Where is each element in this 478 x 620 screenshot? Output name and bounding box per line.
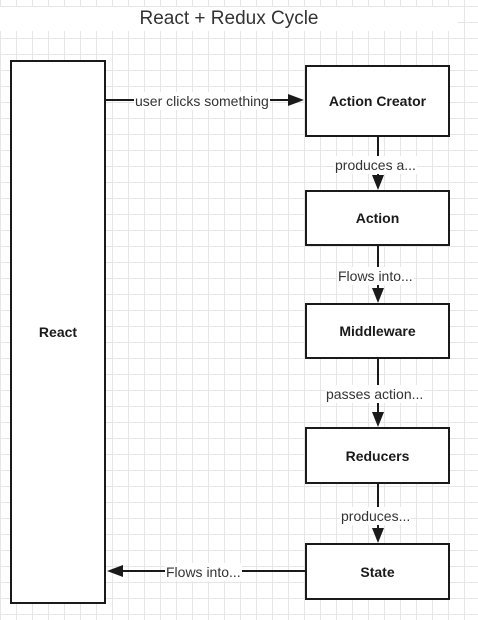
node-middleware: Middleware [305,303,450,359]
edge-label-user-clicks: user clicks something [134,92,270,110]
edge-label-passes-action: passes action... [325,385,425,403]
arrowhead-middleware [372,288,384,303]
diagram-title: React + Redux Cycle [0,7,458,31]
arrowhead-reducers [372,412,384,427]
arrowhead-react [107,565,123,577]
edge-label-flows-into-middleware: Flows into... [337,267,414,285]
edge-label-produces-a: produces a... [334,156,417,174]
arrowhead-creator [288,94,304,106]
node-reducers: Reducers [305,427,450,484]
edge-label-flows-into-react: Flows into... [165,563,242,581]
node-state: State [305,543,450,600]
arrowhead-state [372,528,384,543]
node-action: Action [305,190,450,246]
node-action-creator: Action Creator [305,65,450,137]
edge-label-produces: produces... [340,507,412,525]
node-react: React [10,60,106,604]
arrowhead-action [372,175,384,190]
